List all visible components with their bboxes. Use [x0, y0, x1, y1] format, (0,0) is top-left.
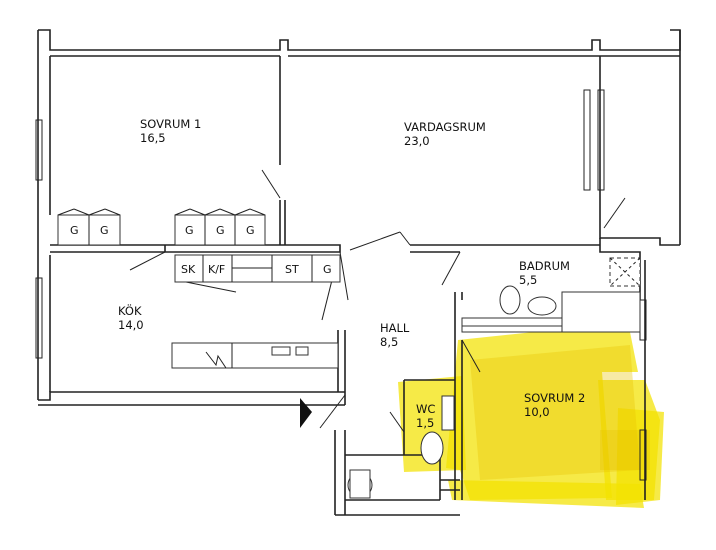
fridge-freezer-label: K/F: [208, 263, 225, 276]
room-area-sovrum2: 10,0: [524, 405, 550, 419]
wardrobe-label: G: [100, 224, 109, 237]
room-area-hall: 8,5: [380, 335, 398, 349]
wardrobe-label: G: [246, 224, 255, 237]
badrum-fixtures: [461, 257, 641, 333]
room-name-vardagsrum: VARDAGSRUM: [404, 120, 486, 134]
room-name-badrum: BADRUM: [519, 259, 570, 273]
wardrobe-label: G: [185, 224, 194, 237]
room-labels: SOVRUM 1 16,5 VARDAGSRUM 23,0 BADRUM 5,5…: [118, 117, 585, 430]
wardrobe-group-middle: G G G: [174, 208, 266, 246]
room-name-kok: KÖK: [118, 302, 142, 318]
interior-walls: [49, 56, 646, 516]
room-name-sovrum1: SOVRUM 1: [140, 117, 201, 131]
room-name-hall: HALL: [380, 321, 410, 335]
wardrobe-label: G: [323, 263, 332, 276]
doors: [129, 169, 626, 433]
room-area-vardagsrum: 23,0: [404, 134, 430, 148]
windows: [35, 89, 647, 481]
wc-fixtures: [347, 395, 455, 499]
storage-closet-label: SK: [181, 263, 196, 276]
exterior-walls: [37, 29, 681, 406]
wardrobe-label: G: [216, 224, 225, 237]
room-area-badrum: 5,5: [519, 273, 537, 287]
cleaning-closet-label: ST: [285, 263, 299, 276]
wardrobe-group-left: G G: [57, 208, 121, 246]
kitchen-counter: [171, 342, 339, 369]
room-area-sovrum1: 16,5: [140, 131, 166, 145]
entrance-arrow-icon: [300, 398, 312, 428]
room-name-wc: WC: [416, 402, 435, 416]
room-area-kok: 14,0: [118, 318, 144, 332]
room-name-sovrum2: SOVRUM 2: [524, 391, 585, 405]
room-area-wc: 1,5: [416, 416, 434, 430]
hall-closets: SK K/F ST G: [174, 254, 341, 283]
wardrobe-label: G: [70, 224, 79, 237]
